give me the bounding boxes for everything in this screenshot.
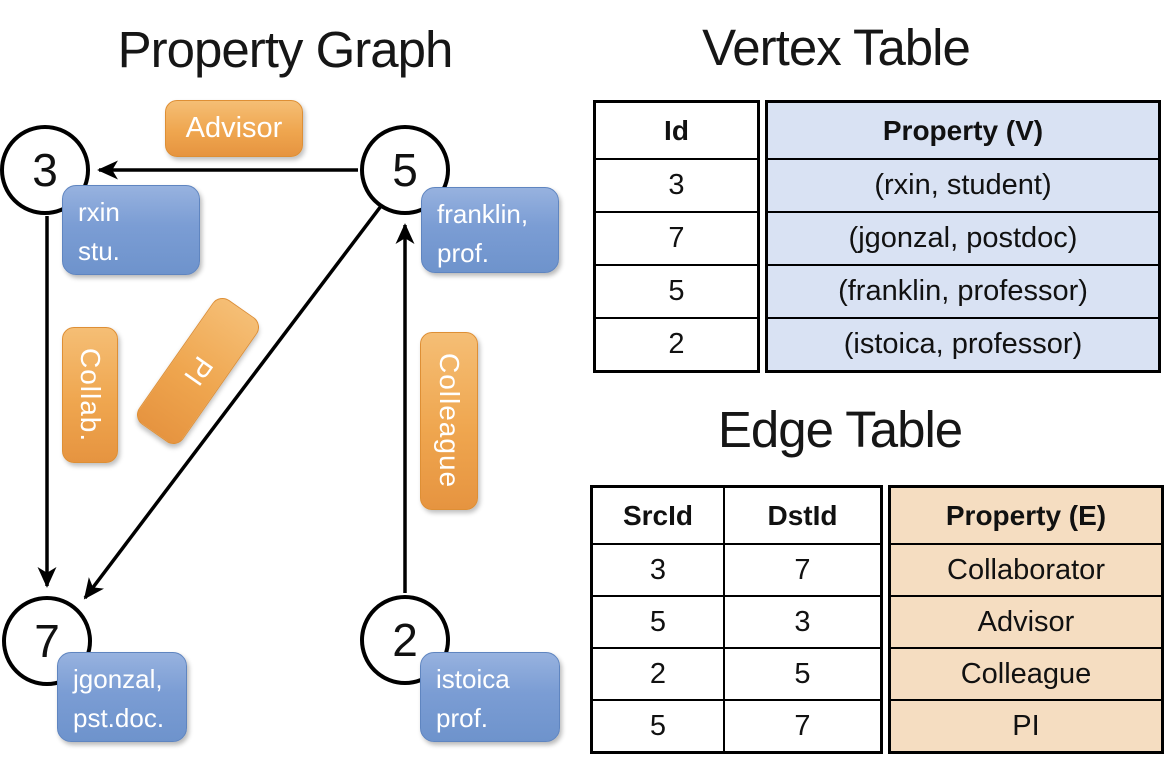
edge-label-colleague: Colleague — [420, 332, 478, 510]
vertex-property-box-istoica: istoica prof. — [420, 652, 560, 742]
node-3-id: 3 — [32, 144, 58, 196]
table-cell: 3 — [725, 595, 880, 647]
vertex-property-line: stu. — [78, 236, 120, 266]
edge-table-property-column: Property (E) Collaborator Advisor Collea… — [888, 485, 1164, 754]
vertex-table-id-column: Id 3 7 5 2 — [593, 100, 760, 373]
vertex-property-header: Property (V) — [882, 114, 1044, 146]
table-cell: (rxin, student) — [768, 158, 1158, 211]
table-cell: 3 — [593, 543, 723, 595]
table-cell: 7 — [725, 699, 880, 751]
vertex-property-line: rxin — [78, 197, 120, 227]
table-cell: 5 — [725, 647, 880, 699]
property-graph-title: Property Graph — [117, 21, 454, 78]
edge-table-id-columns: SrcId 3 5 2 5 DstId 7 3 5 7 — [590, 485, 883, 754]
edge-srcid-header: SrcId — [622, 499, 694, 531]
graph-edges — [37, 160, 415, 600]
edge-dstid-header: DstId — [767, 499, 838, 531]
edge-table-dst-column: DstId 7 3 5 7 — [723, 488, 880, 751]
vertex-property-line: prof. — [436, 703, 489, 733]
table-cell: 5 — [593, 699, 723, 751]
vertex-table-property-column: Property (V) (rxin, student) (jgonzal, p… — [765, 100, 1161, 373]
edge-property-header: Property (E) — [945, 499, 1107, 531]
table-cell: Advisor — [891, 595, 1161, 647]
table-cell: 5 — [596, 264, 757, 317]
edge-table: SrcId 3 5 2 5 DstId 7 3 5 7 Property (E)… — [590, 485, 1164, 754]
table-cell: PI — [891, 699, 1161, 751]
table-cell: 3 — [596, 158, 757, 211]
table-cell: Colleague — [891, 647, 1161, 699]
vertex-property-line: prof. — [437, 238, 490, 268]
vertex-id-header: Id — [664, 114, 689, 146]
edge-table-src-column: SrcId 3 5 2 5 — [593, 488, 723, 751]
table-cell: 7 — [725, 543, 880, 595]
edge-table-title: Edge Table — [717, 401, 963, 458]
table-cell: Collaborator — [891, 543, 1161, 595]
table-cell: 5 — [593, 595, 723, 647]
vertex-property-line: istoica — [436, 664, 510, 694]
vertex-property-box-franklin: franklin, prof. — [421, 187, 559, 273]
table-cell: 2 — [593, 647, 723, 699]
edge-pi-5-to-7 — [83, 204, 383, 600]
node-7-id: 7 — [34, 615, 60, 667]
table-cell: 7 — [596, 211, 757, 264]
edge-label-advisor: Advisor — [165, 100, 303, 157]
table-cell: 2 — [596, 317, 757, 370]
vertex-property-line: jgonzal, — [73, 664, 163, 694]
vertex-property-box-rxin: rxin stu. — [62, 185, 200, 275]
graph-node-5: 5 — [360, 125, 450, 215]
vertex-property-line: pst.doc. — [73, 703, 165, 733]
node-5-id: 5 — [392, 144, 418, 196]
graph-node-2: 2 — [360, 595, 450, 685]
node-2-id: 2 — [392, 614, 418, 666]
table-cell: (jgonzal, postdoc) — [768, 211, 1158, 264]
vertex-property-box-jgonzal: jgonzal, pst.doc. — [57, 652, 187, 742]
vertex-property-line: franklin, — [437, 199, 529, 229]
table-cell: (franklin, professor) — [768, 264, 1158, 317]
vertex-table-title: Vertex Table — [702, 19, 971, 76]
vertex-table: Id 3 7 5 2 Property (V) (rxin, student) … — [593, 100, 1161, 373]
table-cell: (istoica, professor) — [768, 317, 1158, 370]
edge-label-collab: Collab. — [62, 327, 118, 463]
